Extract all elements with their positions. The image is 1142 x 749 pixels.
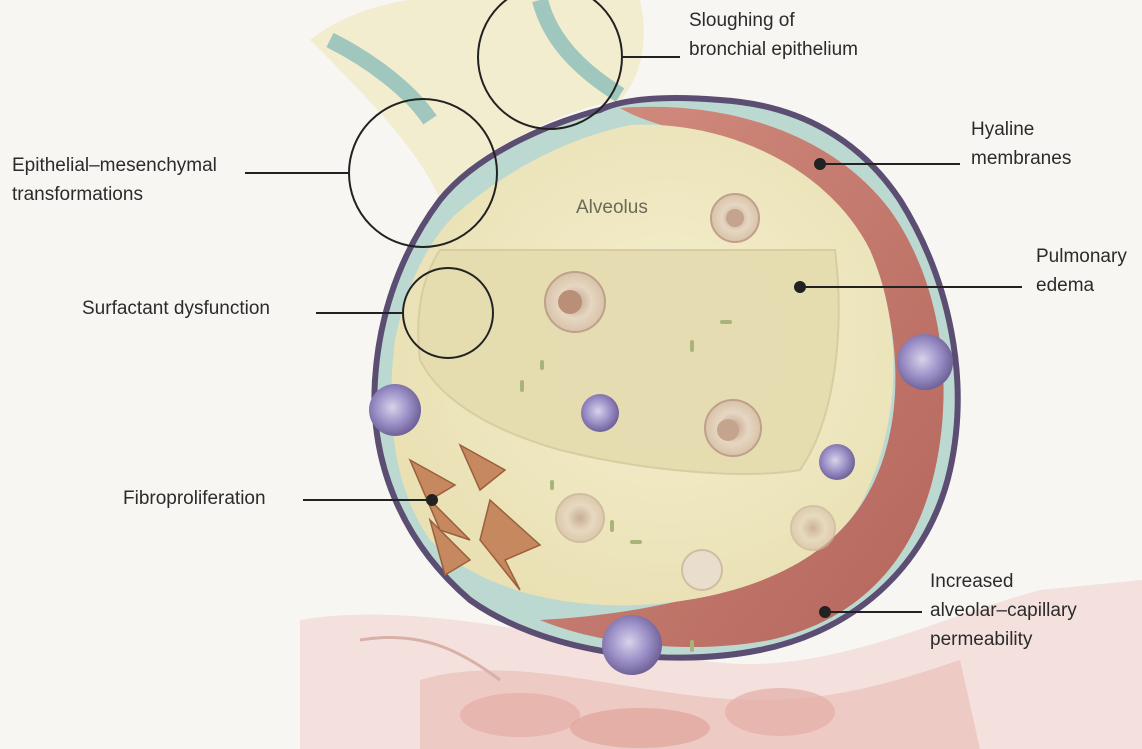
alveolus-label: Alveolus — [576, 197, 648, 219]
label-epithelial-mesenchymal: Epithelial–mesenchymal transformations — [12, 151, 217, 209]
label-surfactant-dysfunction: Surfactant dysfunction — [82, 294, 270, 323]
label-permeability: Increased alveolar–capillary permeabilit… — [930, 567, 1077, 654]
label-sloughing-epithelium: Sloughing of bronchial epithelium — [689, 6, 858, 64]
label-pulmonary-edema: Pulmonary edema — [1036, 242, 1127, 300]
label-hyaline-membranes: Hyaline membranes — [971, 115, 1071, 173]
label-fibroproliferation: Fibroproliferation — [123, 484, 266, 513]
